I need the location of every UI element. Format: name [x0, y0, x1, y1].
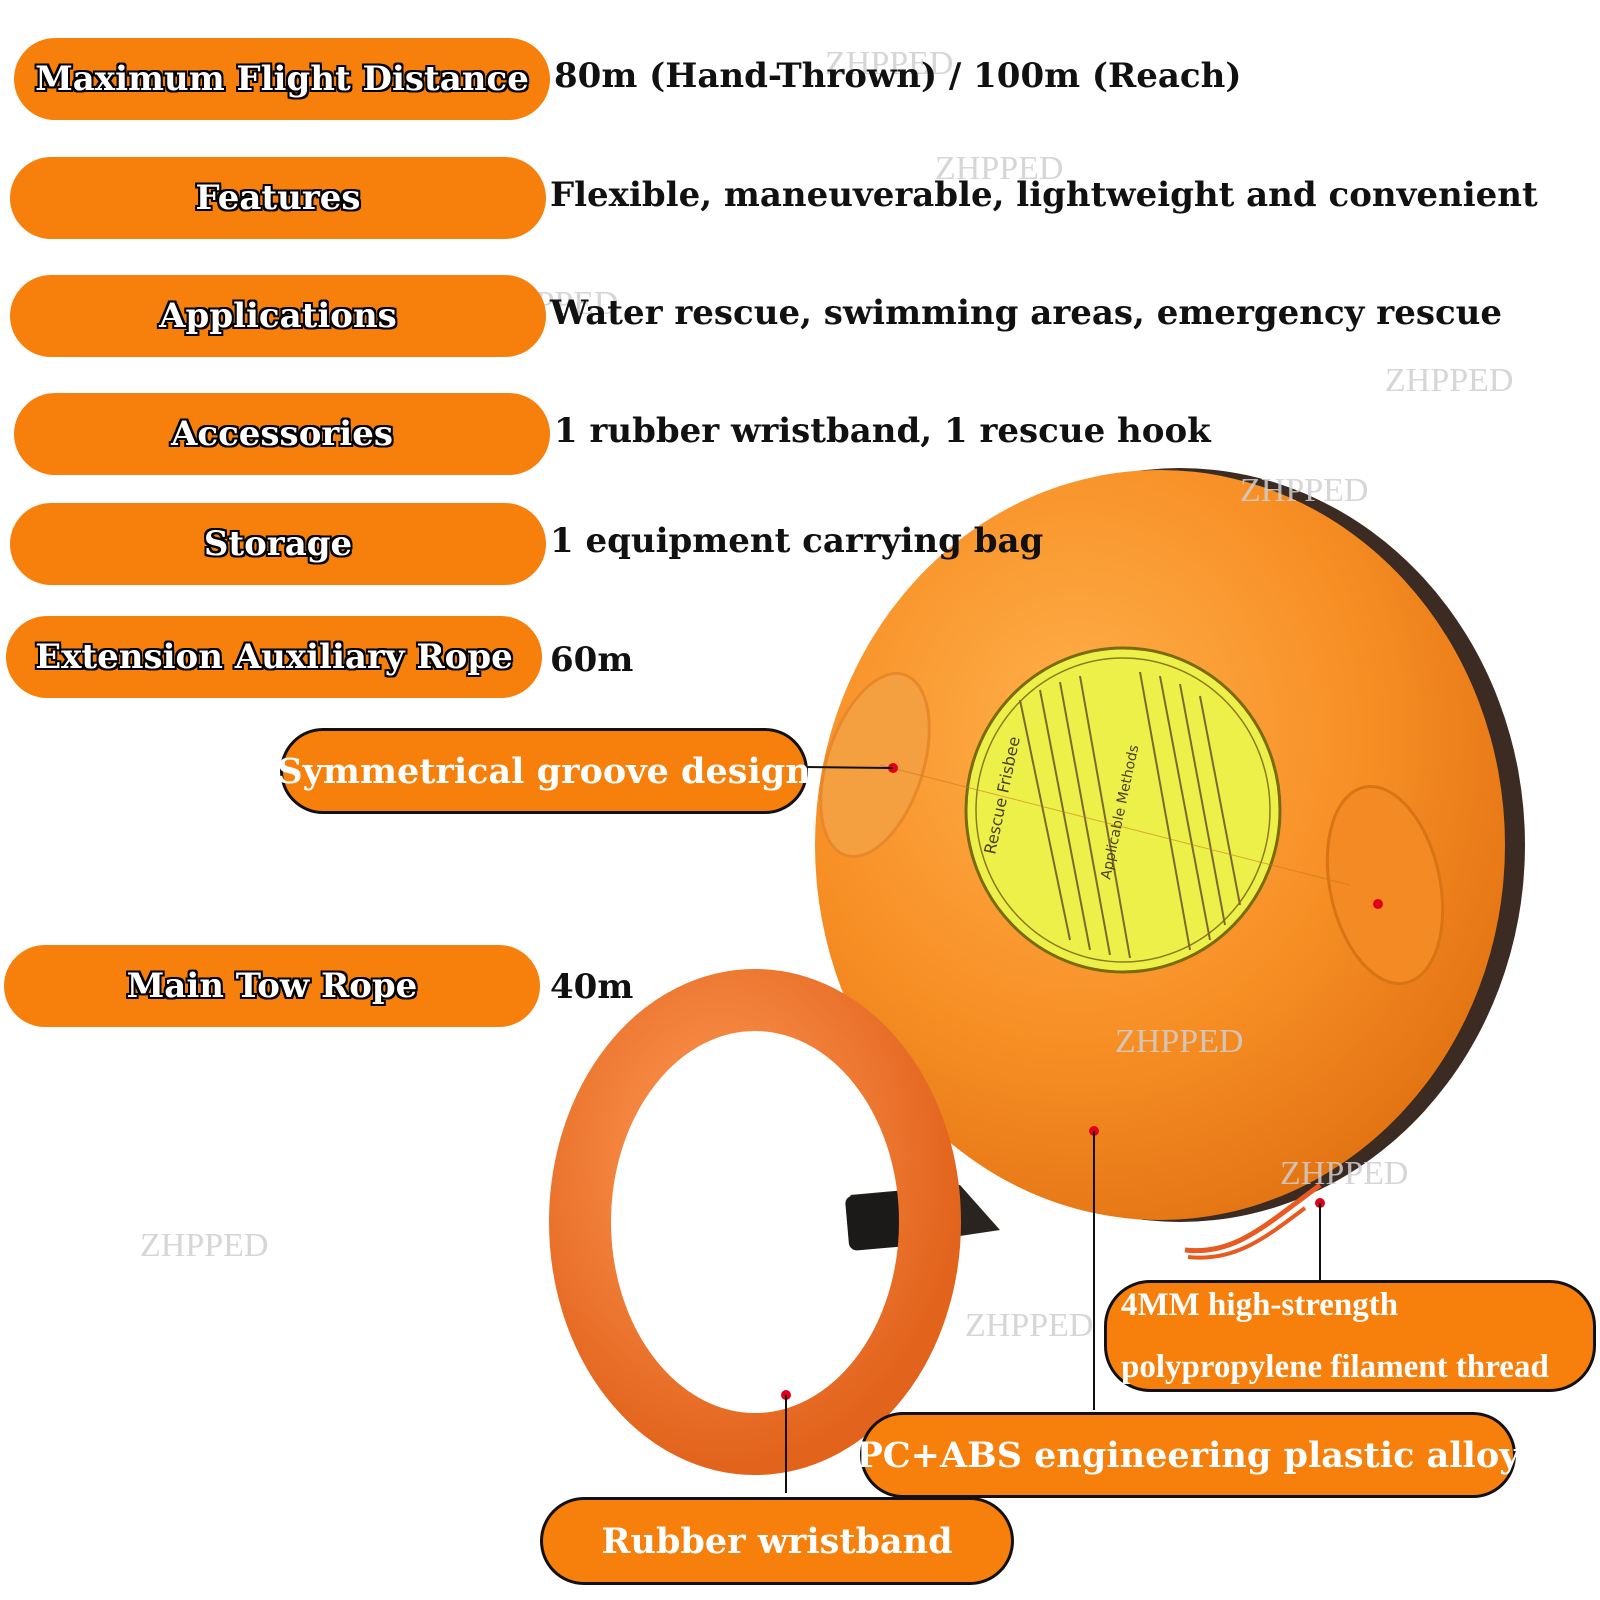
right-groove	[1325, 785, 1445, 985]
left-groove	[819, 671, 931, 859]
spec-label-main-tow-rope: Main Tow Rope	[4, 945, 540, 1027]
spec-value-main-tow-rope: 40m	[550, 967, 634, 1007]
spec-value-accessories: 1 rubber wristband, 1 rescue hook	[554, 411, 1211, 451]
watermark: ZHPPED	[140, 1227, 269, 1264]
watermark: ZHPPED	[825, 45, 954, 82]
callout-rubber-wristband: Rubber wristband	[540, 1497, 1014, 1585]
watermark: ZHPPED	[1385, 362, 1514, 399]
spec-label-storage: Storage	[10, 503, 546, 585]
watermark: ZHPPED	[935, 150, 1064, 187]
spec-label-extension-rope: Extension Auxiliary Rope	[6, 616, 542, 698]
spec-value-extension-rope: 60m	[550, 640, 634, 680]
callout-groove-design: Symmetrical groove design	[277, 728, 811, 814]
spec-value-features: Flexible, maneuverable, lightweight and …	[550, 175, 1538, 215]
watermark: ZHPPED	[1115, 1023, 1244, 1060]
watermark: ZHPPED	[965, 1307, 1094, 1344]
spec-label-applications: Applications	[10, 275, 546, 357]
spec-value-storage: 1 equipment carrying bag	[550, 521, 1044, 561]
watermark: ZHPPED	[1280, 1155, 1409, 1192]
rubber-wristband-ring	[549, 969, 961, 1475]
spec-label-max-flight-distance: Maximum Flight Distance	[14, 38, 550, 120]
groove-dot-right	[1373, 899, 1383, 909]
spec-label-accessories: Accessories	[14, 393, 550, 475]
callout-filament-thread: 4MM high-strength polypropylene filament…	[1104, 1280, 1596, 1392]
spec-label-features: Features	[10, 157, 546, 239]
watermark: ZHPPED	[1240, 472, 1369, 509]
spec-value-applications: Water rescue, swimming areas, emergency …	[550, 293, 1503, 333]
spec-value-max-flight-distance: 80m (Hand-Thrown) / 100m (Reach)	[554, 56, 1242, 96]
callout-plastic-alloy: PC+ABS engineering plastic alloy	[856, 1412, 1520, 1498]
rope	[1184, 1183, 1322, 1254]
sticker-text-lines	[1019, 671, 1241, 959]
